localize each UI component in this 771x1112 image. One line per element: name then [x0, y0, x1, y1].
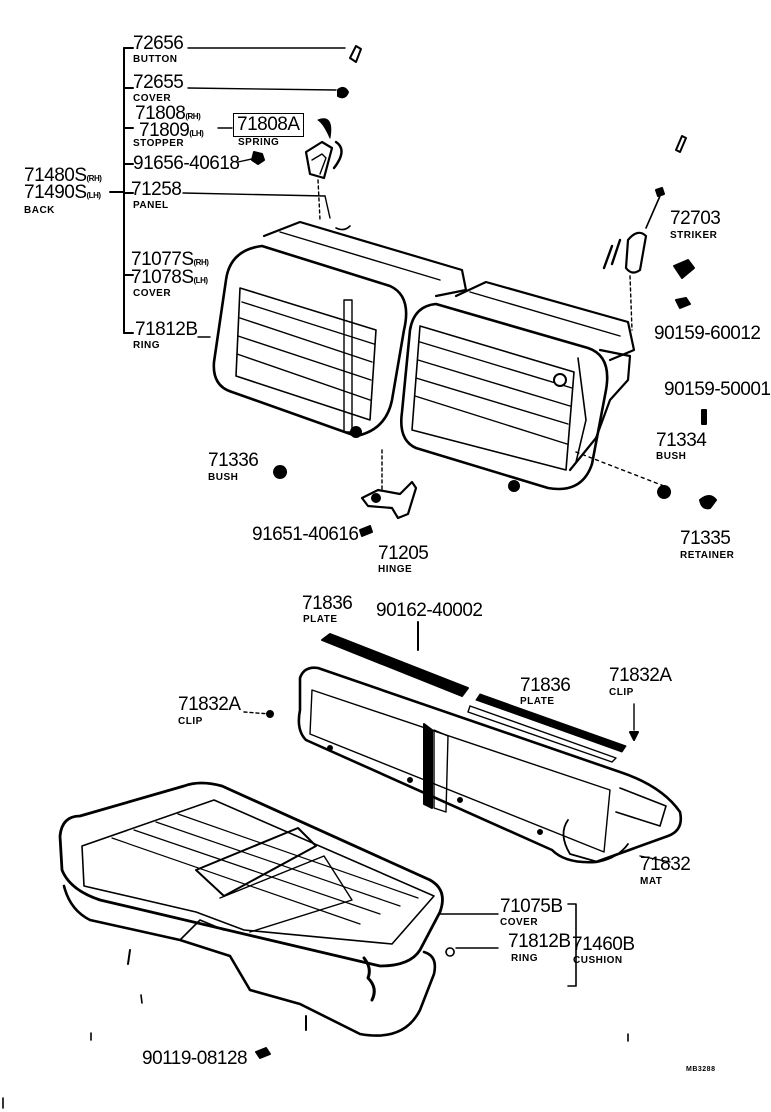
part-name-spring: SPRING — [238, 137, 280, 148]
part-name-cover-back: COVER — [133, 288, 172, 299]
part-number-71335: 71335 — [680, 528, 731, 549]
rear-mat-assembly — [243, 621, 683, 864]
part-number-71258: 71258 — [131, 179, 182, 200]
left-seat-back — [212, 220, 468, 438]
hinge-part — [273, 449, 418, 537]
part-name-bush-right: BUSH — [656, 451, 687, 462]
cover-cap-part — [337, 86, 349, 99]
part-number-71808A: 71808A — [233, 113, 304, 137]
part-number-71205: 71205 — [378, 543, 429, 564]
part-number-91651-40616: 91651-40616 — [252, 524, 359, 545]
part-name-cover-cushion: COVER — [500, 917, 539, 928]
part-name-cover: COVER — [133, 93, 172, 104]
part-number-72703: 72703 — [670, 208, 721, 229]
part-number-72656: 72656 — [133, 33, 184, 54]
part-name-back: BACK — [24, 205, 55, 216]
part-name-cushion: CUSHION — [573, 955, 623, 966]
part-name-striker: STRIKER — [670, 230, 718, 241]
part-number-71336: 71336 — [208, 450, 259, 471]
part-number-71334: 71334 — [656, 430, 707, 451]
part-name-plate-right: PLATE — [520, 696, 555, 707]
part-number-71812B-top: 71812B — [135, 319, 198, 340]
part-name-panel: PANEL — [133, 200, 169, 211]
part-name-ring-bottom: RING — [511, 953, 538, 964]
back-assembly-bracket — [109, 47, 346, 338]
part-number-71832A-left: 71832A — [178, 694, 241, 715]
part-number-71075B: 71075B — [500, 896, 563, 917]
part-number-71078S: 71078S(LH) — [131, 267, 208, 288]
part-name-mat: MAT — [640, 876, 663, 887]
part-number-71836-left: 71836 — [302, 593, 353, 614]
part-name-retainer: RETAINER — [680, 550, 735, 561]
striker-parts — [575, 135, 717, 510]
part-number-90159-60012: 90159-60012 — [654, 323, 761, 344]
part-number-71809: 71809(LH) — [139, 120, 204, 141]
part-number-90159-50001: 90159-50001 — [664, 379, 771, 400]
part-number-71832A-right: 71832A — [609, 665, 672, 686]
part-number-72655: 72655 — [133, 72, 184, 93]
part-name-clip-left: CLIP — [178, 716, 203, 727]
part-number-71832: 71832 — [640, 854, 691, 875]
button-part — [349, 45, 362, 63]
part-name-plate-left: PLATE — [303, 614, 338, 625]
part-number-71460B: 71460B — [572, 934, 635, 955]
part-number-71812B-bottom: 71812B — [508, 931, 571, 952]
part-name-stopper: STOPPER — [133, 138, 185, 149]
part-number-71836-right: 71836 — [520, 675, 571, 696]
right-seat-back — [400, 280, 636, 492]
part-number-71490S: 71490S(LH) — [24, 182, 101, 203]
part-name-clip-right: CLIP — [609, 687, 634, 698]
part-number-71808: 71808(RH) — [135, 103, 201, 124]
part-name-button: BUTTON — [133, 54, 178, 65]
stopper-part — [304, 140, 334, 221]
seat-cushion — [58, 781, 455, 1059]
part-name-hinge: HINGE — [378, 564, 413, 575]
cushion-bracket — [439, 855, 671, 987]
part-number-71480S: 71480S(RH) — [24, 165, 102, 186]
part-name-ring-top: RING — [133, 340, 160, 351]
part-number-90162-40002: 90162-40002 — [376, 600, 483, 621]
part-number-91656-40618: 91656-40618 — [133, 153, 240, 174]
drawing-code: MB3288 — [686, 1066, 716, 1073]
part-number-71077S: 71077S(RH) — [131, 249, 209, 270]
spring-part — [317, 118, 343, 170]
part-name-bush-left: BUSH — [208, 472, 239, 483]
part-number-90119-08128: 90119-08128 — [142, 1048, 248, 1069]
screw-part — [251, 151, 265, 165]
